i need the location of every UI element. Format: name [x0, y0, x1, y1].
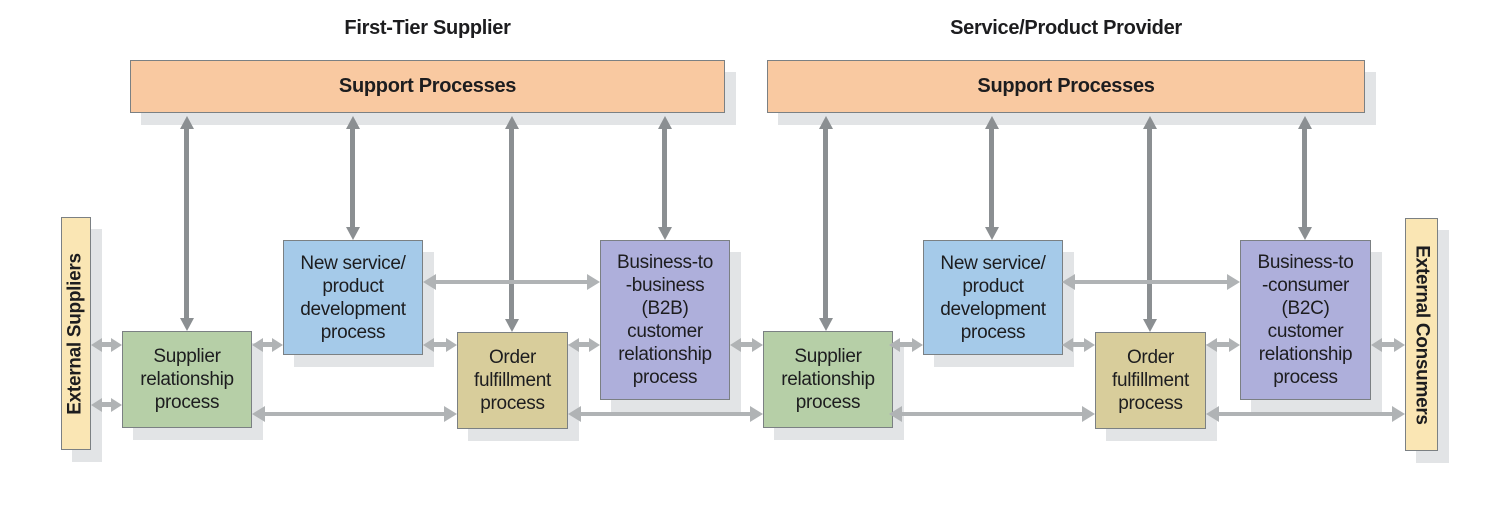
b2b-customer-relationship-process-box: Business-to -business (B2B) customer rel…: [600, 240, 730, 400]
supplier-relationship-process-left-box: Supplier relationship process: [122, 331, 252, 428]
arrow-support-b2b: [662, 129, 667, 227]
support-processes-right-label: Support Processes: [977, 75, 1155, 97]
arrow-b2b-supplier-right: [741, 342, 752, 347]
b2c-customer-relationship-process-box: Business-to -consumer (B2C) customer rel…: [1240, 240, 1371, 400]
arrow-supplier-order-lower-right: [902, 412, 1082, 416]
arrow-newservice-order-left: [434, 342, 446, 347]
arrow-support-newservice-right: [989, 129, 994, 227]
support-processes-right-box: Support Processes: [767, 60, 1365, 113]
b2b-customer-relationship-process-label: Business-to -business (B2B) customer rel…: [617, 252, 713, 388]
order-fulfillment-process-right-box: Order fulfillment process: [1095, 332, 1206, 429]
new-service-development-process-right-box: New service/ product development process: [923, 240, 1063, 355]
arrow-supplier-newservice-right: [900, 342, 912, 347]
arrow-newservice-order-right: [1073, 342, 1084, 347]
arrow-support-order-right: [1147, 129, 1152, 319]
new-service-development-process-left-label: New service/ product development process: [300, 252, 406, 343]
arrow-b2c-extconsumers: [1382, 342, 1394, 347]
arrow-support-supplier-left: [184, 129, 189, 318]
support-processes-left-label: Support Processes: [338, 75, 517, 97]
b2c-customer-relationship-process-label: Business-to -consumer (B2C) customer rel…: [1257, 252, 1354, 388]
arrow-order-consumers-lower: [1219, 412, 1392, 416]
arrow-support-supplier-right: [823, 129, 828, 318]
supplier-relationship-process-right-label: Supplier relationship process: [781, 346, 875, 413]
section-title-first-tier-supplier: First-Tier Supplier: [344, 17, 511, 39]
section-title-service-product-provider: Service/Product Provider: [950, 17, 1182, 39]
external-suppliers-label: External Suppliers: [65, 252, 86, 415]
order-fulfillment-process-left-box: Order fulfillment process: [457, 332, 568, 429]
supplier-relationship-process-right-box: Supplier relationship process: [763, 331, 893, 428]
arrow-extsuppliers-supplier-upper: [102, 342, 111, 347]
arrow-newservice-b2b: [436, 280, 587, 284]
external-suppliers-box: External Suppliers: [61, 217, 91, 450]
arrow-support-newservice-left: [350, 129, 355, 227]
arrow-support-order-left: [509, 129, 514, 319]
support-processes-left-box: Support Processes: [130, 60, 725, 113]
arrow-extsuppliers-supplier-lower: [102, 402, 111, 407]
new-service-development-process-left-box: New service/ product development process: [283, 240, 423, 355]
arrow-newservice-b2c: [1075, 280, 1227, 284]
external-consumers-box: External Consumers: [1405, 218, 1438, 451]
arrow-supplier-newservice-left: [263, 342, 272, 347]
arrow-order-b2b: [579, 342, 589, 347]
arrow-order-b2c: [1217, 342, 1229, 347]
order-fulfillment-process-right-label: Order fulfillment process: [1112, 347, 1189, 414]
order-fulfillment-process-left-label: Order fulfillment process: [474, 347, 551, 414]
new-service-development-process-right-label: New service/ product development process: [940, 252, 1046, 343]
supplier-relationship-process-left-label: Supplier relationship process: [140, 346, 234, 413]
external-consumers-label: External Consumers: [1411, 244, 1433, 425]
arrow-order-supplier-lower-mid: [581, 412, 750, 416]
arrow-support-b2c: [1302, 129, 1307, 227]
arrow-supplier-order-lower-left: [265, 412, 444, 416]
